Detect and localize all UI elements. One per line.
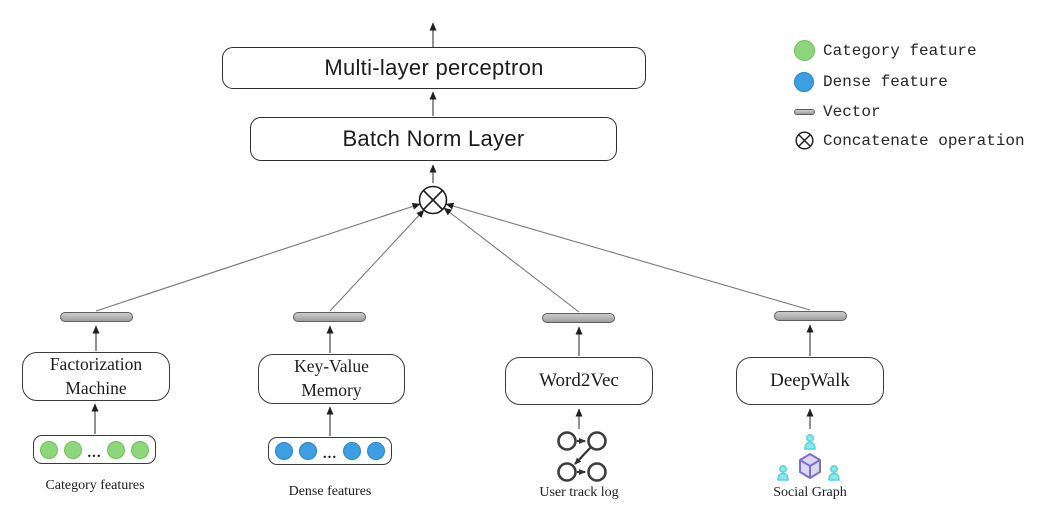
category-feature-circle (107, 440, 126, 459)
vector-bar-kv (293, 312, 366, 322)
deepwalk-box: DeepWalk (736, 357, 884, 405)
category-features-row: ... (33, 435, 156, 464)
dense-feature-circle (367, 442, 385, 460)
concatenate-symbol (418, 185, 448, 215)
legend-label: Concatenate operation (823, 131, 1025, 150)
dense-features-row: ... (268, 437, 392, 465)
category-feature-circle (40, 440, 58, 459)
fm-label-line1: Factorization (49, 353, 143, 374)
legend-row-dense: Dense feature (792, 72, 1025, 92)
line-vector3-to-concat (443, 207, 580, 313)
dense-feature-circle (275, 442, 293, 460)
batch-norm-box: Batch Norm Layer (250, 117, 617, 161)
branch-arrows (91, 324, 814, 436)
person-glyphs (777, 434, 840, 481)
fanin-lines (95, 202, 811, 313)
line-vector4-to-concat (445, 202, 811, 311)
category-feature-icon (792, 40, 816, 61)
dw-label: DeepWalk (770, 370, 850, 392)
word2vec-box: Word2Vec (505, 357, 653, 405)
dense-features-label: Dense features (288, 484, 372, 499)
social-graph-icon (770, 429, 850, 489)
vector-bar-icon (792, 109, 816, 115)
legend: Category feature Dense feature Vector Co… (792, 40, 1025, 162)
batch-norm-label: Batch Norm Layer (342, 126, 525, 151)
legend-row-vector: Vector (792, 103, 1025, 121)
kv-label-line2: Memory (301, 380, 362, 400)
dense-feature-circle (298, 442, 317, 460)
mlp-box: Multi-layer perceptron (222, 47, 646, 89)
legend-label: Dense feature (823, 73, 948, 91)
line-vector1-to-concat (95, 203, 421, 312)
vector-bar-fm (60, 312, 133, 322)
dense-feature-circle (343, 442, 362, 460)
legend-row-concatenate: Concatenate operation (792, 130, 1025, 151)
concatenate-icon (792, 130, 816, 151)
category-feature-circle (63, 440, 82, 459)
fm-label-line2: Machine (65, 377, 127, 398)
mlp-label: Multi-layer perceptron (324, 55, 544, 80)
category-feature-circle (131, 440, 149, 459)
user-track-log-label: User track log (539, 485, 619, 500)
legend-label: Vector (823, 103, 881, 121)
legend-label: Category feature (823, 41, 977, 60)
vector-bar-dw (774, 311, 847, 321)
line-vector2-to-concat (329, 209, 425, 312)
user-track-log-icon (548, 427, 610, 490)
kv-label-line1: Key-Value (294, 356, 369, 377)
dense-feature-icon (792, 72, 816, 92)
social-graph-label: Social Graph (773, 485, 847, 500)
ellipsis: ... (322, 446, 338, 462)
cube-glyph (799, 453, 821, 479)
vector-bar-w2v (542, 313, 615, 323)
legend-row-category: Category feature (792, 40, 1025, 61)
w2v-label: Word2Vec (539, 370, 619, 392)
key-value-memory-box: Key-Value Memory (258, 354, 405, 404)
factorization-machine-box: Factorization Machine (22, 352, 170, 401)
category-features-label: Category features (45, 478, 145, 493)
ellipsis: ... (87, 444, 102, 461)
